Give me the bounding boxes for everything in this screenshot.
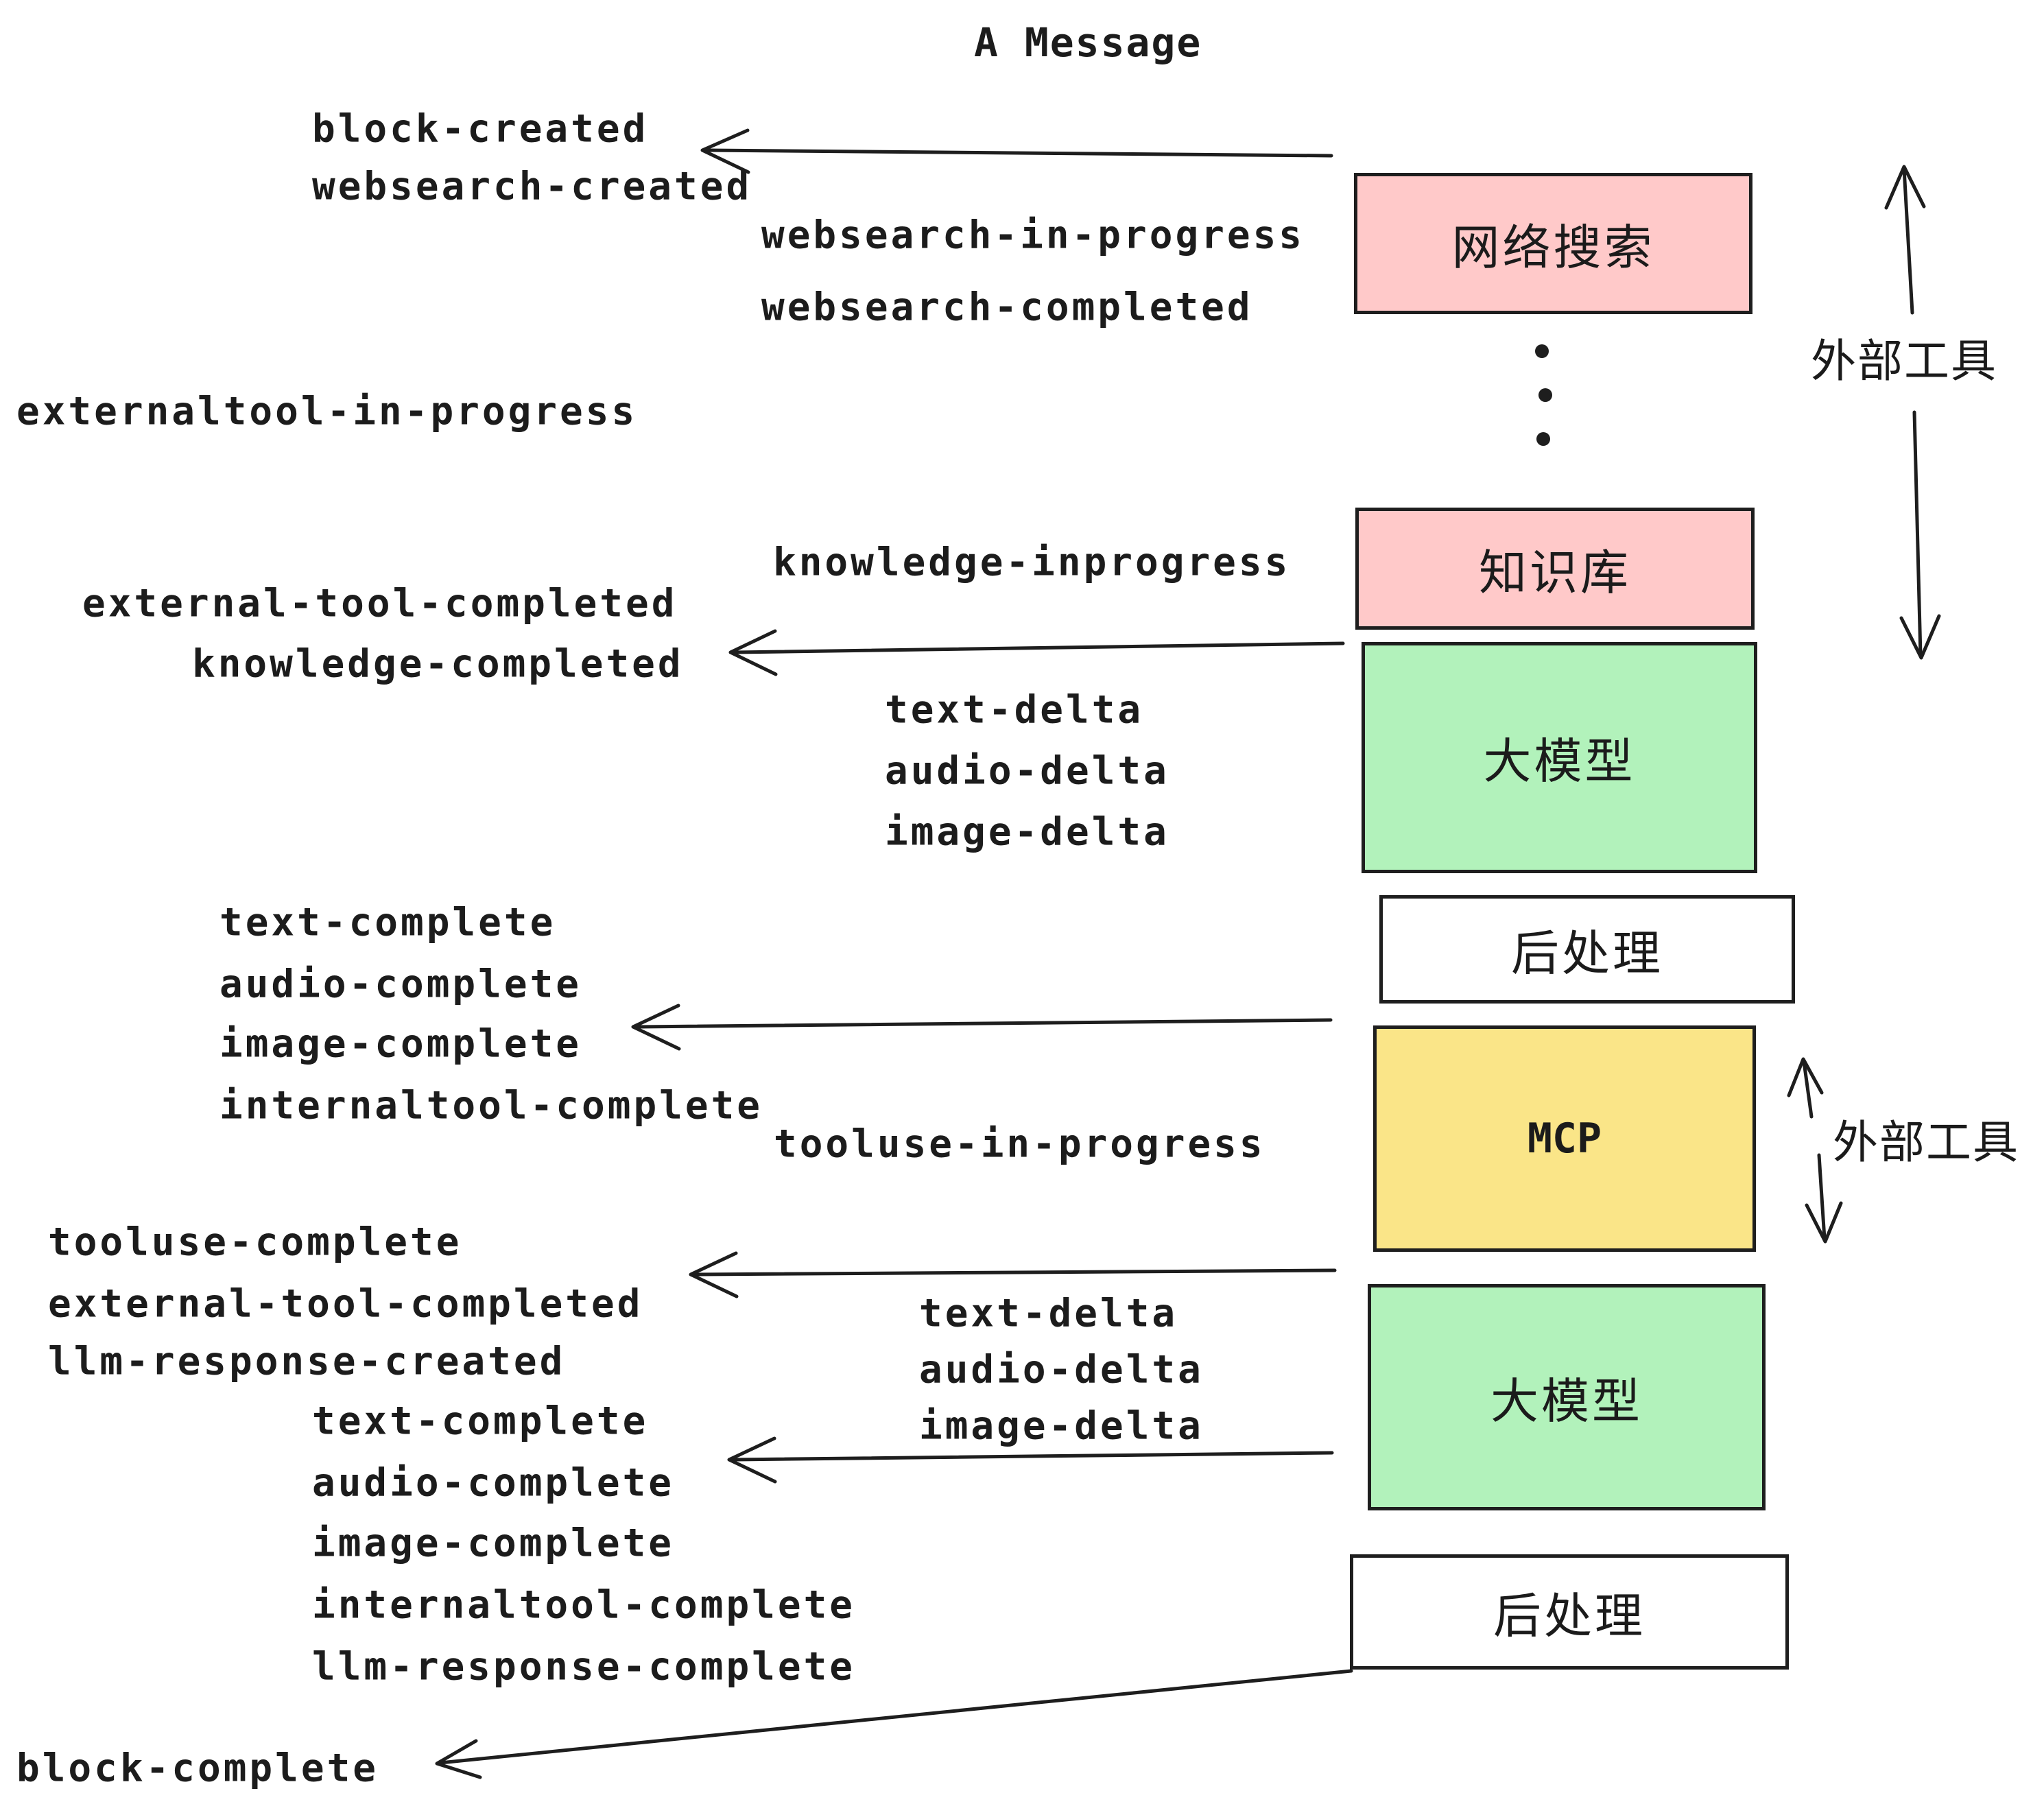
left-arrow-icon-tooluse-complete (689, 1251, 1337, 1298)
node-knowledge-label: 知识库 (1479, 544, 1631, 601)
event-label-image-delta-2: image-delta (919, 1403, 1204, 1449)
node-websearch: 网络搜索 (1354, 173, 1752, 314)
event-label-image-complete-2: image-complete (312, 1521, 675, 1566)
node-postprocess-2: 后处理 (1350, 1554, 1789, 1670)
event-label-audio-delta-1: audio-delta (885, 748, 1169, 794)
node-knowledge: 知识库 (1355, 508, 1755, 630)
event-label-llm-response-created: llm-response-created (48, 1339, 566, 1384)
event-label-knowledge-inprogress: knowledge-inprogress (773, 540, 1291, 585)
event-label-image-delta-1: image-delta (885, 809, 1169, 855)
side-label-external-tools-top: 外部工具 (1811, 335, 1997, 388)
node-mcp-label: MCP (1527, 1115, 1602, 1163)
event-label-audio-complete-2: audio-complete (312, 1460, 675, 1506)
event-label-internaltool-complete-1: internaltool-complete (219, 1083, 763, 1128)
down-arrow-icon-external-tools-top (1899, 410, 1941, 660)
left-arrow-icon-image-complete (631, 1004, 1333, 1051)
event-label-websearch-created: websearch-created (312, 164, 752, 209)
node-postprocess-2-label: 后处理 (1493, 1587, 1645, 1644)
node-postprocess-1: 后处理 (1379, 895, 1795, 1004)
event-label-external-tool-completed-1: external-tool-completed (82, 581, 678, 626)
node-llm-1: 大模型 (1362, 642, 1757, 873)
up-arrow-icon-external-tools-bottom (1787, 1057, 1824, 1119)
event-label-image-complete-1: image-complete (219, 1021, 582, 1067)
event-label-externaltool-in-progress: externaltool-in-progress (16, 389, 638, 434)
event-label-block-created: block-created (312, 106, 649, 152)
node-mcp: MCP (1373, 1025, 1756, 1252)
left-arrow-icon-block-complete (435, 1669, 1353, 1779)
node-websearch-label: 网络搜索 (1451, 219, 1655, 276)
node-llm-2-label: 大模型 (1490, 1373, 1643, 1429)
event-label-internaltool-complete-2: internaltool-complete (312, 1582, 856, 1628)
event-label-text-delta-2: text-delta (919, 1291, 1178, 1336)
event-label-block-complete: block-complete (16, 1746, 379, 1791)
left-arrow-icon-block-created (700, 128, 1333, 174)
event-label-text-delta-1: text-delta (885, 687, 1144, 733)
page-title: A Message (974, 19, 1202, 66)
event-label-knowledge-completed: knowledge-completed (192, 641, 684, 687)
event-label-tooluse-complete: tooluse-complete (48, 1220, 462, 1265)
left-arrow-icon-knowledge-completed (728, 629, 1345, 676)
event-label-text-complete-2: text-complete (312, 1399, 649, 1444)
event-label-external-tool-completed-2: external-tool-completed (48, 1281, 643, 1327)
event-label-llm-response-complete: llm-response-complete (312, 1644, 856, 1689)
event-label-audio-delta-2: audio-delta (919, 1347, 1204, 1392)
up-arrow-icon-external-tools-top (1884, 165, 1926, 315)
down-arrow-icon-external-tools-bottom (1805, 1153, 1843, 1244)
left-arrow-icon-audio-complete (727, 1436, 1334, 1484)
event-label-websearch-in-progress: websearch-in-progress (761, 213, 1305, 258)
event-label-tooluse-in-progress: tooluse-in-progress (774, 1121, 1265, 1167)
node-postprocess-1-label: 后处理 (1511, 925, 1663, 982)
vertical-ellipsis-icon (1535, 344, 1552, 446)
node-llm-1-label: 大模型 (1483, 733, 1636, 790)
side-label-external-tools-bottom: 外部工具 (1833, 1116, 2019, 1169)
node-llm-2: 大模型 (1368, 1284, 1766, 1510)
event-label-websearch-completed: websearch-completed (761, 285, 1253, 330)
event-label-text-complete-1: text-complete (219, 900, 556, 945)
event-label-audio-complete-1: audio-complete (219, 962, 582, 1007)
